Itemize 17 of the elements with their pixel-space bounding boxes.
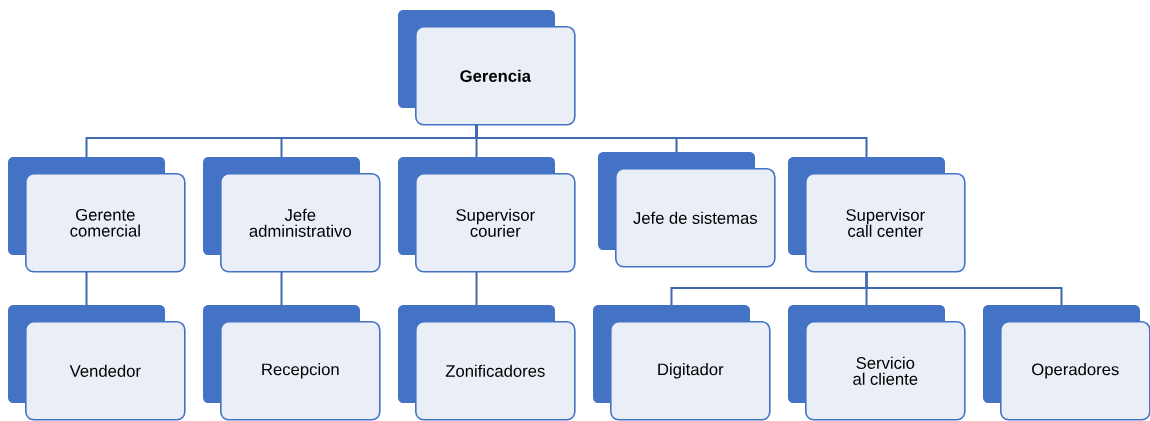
connector-line xyxy=(475,123,868,158)
org-box: Jefe administrativo xyxy=(203,157,381,273)
connector-line xyxy=(85,270,88,306)
org-box: Recepcion xyxy=(203,305,381,421)
org-box: Supervisor call center xyxy=(788,157,966,273)
org-box: Servicio al cliente xyxy=(788,305,966,421)
connector-line xyxy=(280,270,283,306)
org-box: Jefe de sistemas xyxy=(598,152,776,268)
org-box: Gerente comercial xyxy=(8,157,186,273)
org-box: Operadores xyxy=(983,305,1150,421)
org-box: Zonificadores xyxy=(398,305,576,421)
org-box: Digitador xyxy=(593,305,771,421)
connector-line xyxy=(475,270,478,306)
connector-line xyxy=(865,270,1063,306)
org-box: Vendedor xyxy=(8,305,186,421)
org-box: Supervisor courier xyxy=(398,157,576,273)
org-box: Gerencia xyxy=(398,10,576,126)
